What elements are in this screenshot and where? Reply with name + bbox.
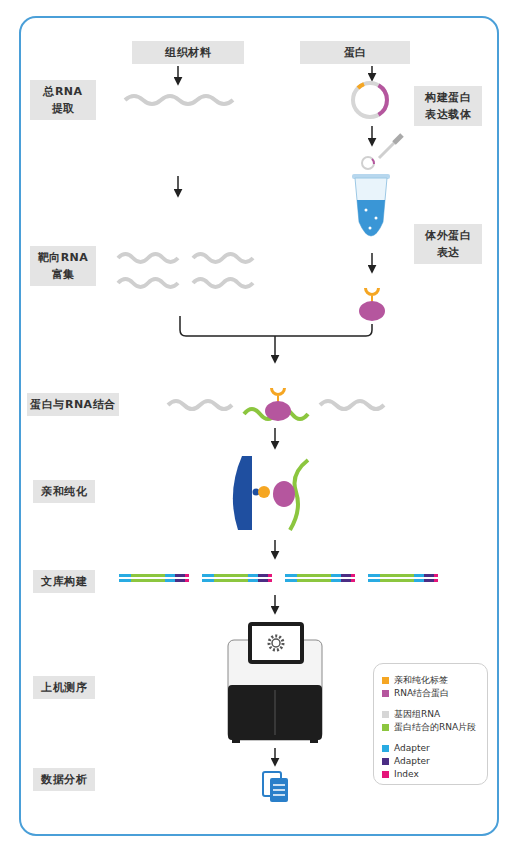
genomic-rna: [118, 279, 178, 287]
document-line: [273, 789, 285, 791]
flow-arrow: [274, 428, 276, 448]
legend-swatch: [382, 724, 389, 731]
step-label: 构建蛋白 表达载体: [419, 89, 477, 123]
monitor-screen: [252, 626, 300, 660]
step-label: 组织材料: [165, 44, 211, 61]
affinity-tag: [258, 486, 270, 498]
tube-liquid: [357, 200, 385, 236]
flow-arrow: [371, 253, 373, 272]
step-label-box: 蛋白与RNA结合: [27, 393, 119, 416]
plasmid: [353, 83, 387, 117]
genomic-rna: [193, 279, 253, 287]
legend-entry: 基因组RNA: [382, 708, 440, 720]
library-fragment: [285, 574, 355, 582]
step-label-box: 上机测序: [33, 676, 95, 699]
legend-label: 基因组RNA: [394, 708, 440, 720]
document-line: [273, 794, 285, 796]
flow-arrow: [371, 126, 373, 145]
legend-label: 亲和纯化标签: [394, 674, 448, 686]
step-label-box: 数据分析: [33, 768, 95, 791]
legend-swatch: [382, 677, 389, 684]
library-fragment: [368, 574, 438, 582]
step-label: 体外蛋白 表达: [419, 227, 477, 261]
gear-icon: [269, 636, 283, 650]
legend-swatch: [382, 771, 389, 778]
legend-swatch: [382, 711, 389, 718]
genomic-rna: [168, 401, 232, 409]
reaction-tube: [355, 178, 387, 236]
genomic-rna: [193, 254, 253, 262]
flow-arrow: [274, 336, 276, 362]
document-icon: [270, 778, 288, 802]
legend-label: Index: [394, 768, 419, 780]
sequencer-foot: [310, 740, 318, 743]
step-label: 靶向RNA 富集: [35, 249, 91, 283]
step-label-box: 靶向RNA 富集: [30, 246, 96, 286]
step-label: 蛋白: [344, 44, 367, 61]
legend-entry: Index: [382, 768, 419, 780]
frame: [20, 17, 498, 835]
step-label-box: 文库构建: [33, 570, 95, 593]
legend-box: 亲和纯化标签RNA结合蛋白基因组RNA蛋白结合的RNA片段 AdapterAdap…: [373, 663, 488, 785]
step-label: 蛋白与RNA结合: [30, 396, 115, 413]
legend-entry: 蛋白结合的RNA片段: [382, 721, 476, 733]
legend-swatch: [382, 758, 389, 765]
panel-divider: [275, 690, 276, 735]
genomic-rna: [125, 96, 233, 104]
legend-label: Adapter: [394, 755, 430, 767]
protein-icon: [359, 288, 385, 321]
legend-entry: RNA结合蛋白: [382, 687, 449, 699]
step-label-box: 蛋白: [300, 41, 410, 64]
library-fragment: [119, 574, 189, 582]
step-label: 上机测序: [41, 679, 87, 696]
legend-entry: 亲和纯化标签: [382, 674, 448, 686]
protein-icon: [265, 388, 291, 421]
flow-arrow: [274, 748, 276, 765]
step-label-box: 构建蛋白 表达载体: [414, 86, 482, 126]
sequencer-panel: [228, 685, 322, 740]
genomic-rna: [118, 254, 178, 262]
legend-swatch: [382, 690, 389, 697]
document-line: [273, 784, 285, 786]
pipette: [394, 135, 402, 143]
bubble: [365, 209, 368, 212]
flow-arrow: [177, 66, 179, 84]
step-label: 数据分析: [41, 771, 87, 788]
legend-label: RNA结合蛋白: [394, 687, 449, 699]
step-label-box: 体外蛋白 表达: [414, 224, 482, 264]
step-label-box: 总RNA 提取: [30, 80, 96, 120]
flow-arrow: [274, 540, 276, 558]
sequencer-monitor: [248, 622, 304, 664]
merge-bracket: [180, 316, 372, 336]
affinity-bead: [233, 456, 252, 530]
gear-icon: [272, 639, 280, 647]
legend-label: 蛋白结合的RNA片段: [394, 721, 476, 733]
step-label-box: 组织材料: [132, 41, 244, 64]
library-fragment: [202, 574, 272, 582]
bubble: [369, 227, 372, 230]
step-label: 文库构建: [41, 573, 87, 590]
step-label: 总RNA 提取: [35, 83, 91, 117]
step-label: 亲和纯化: [41, 483, 87, 500]
legend-label: Adapter: [394, 742, 430, 754]
plasmid-tag: [358, 84, 364, 88]
flow-arrow: [371, 66, 373, 80]
bubble: [375, 217, 378, 220]
sequencer-foot: [232, 740, 240, 743]
plasmid-insert: [372, 159, 374, 164]
step-label-box: 亲和纯化: [33, 480, 95, 503]
legend-entry: Adapter: [382, 742, 430, 754]
genomic-rna: [320, 401, 384, 409]
plasmid-insert: [379, 85, 387, 114]
flow-arrow: [177, 176, 179, 196]
rna-binding-protein: [273, 481, 295, 507]
legend-entry: Adapter: [382, 755, 430, 767]
flow-arrow: [274, 595, 276, 613]
plasmid: [362, 157, 374, 169]
legend-swatch: [382, 745, 389, 752]
